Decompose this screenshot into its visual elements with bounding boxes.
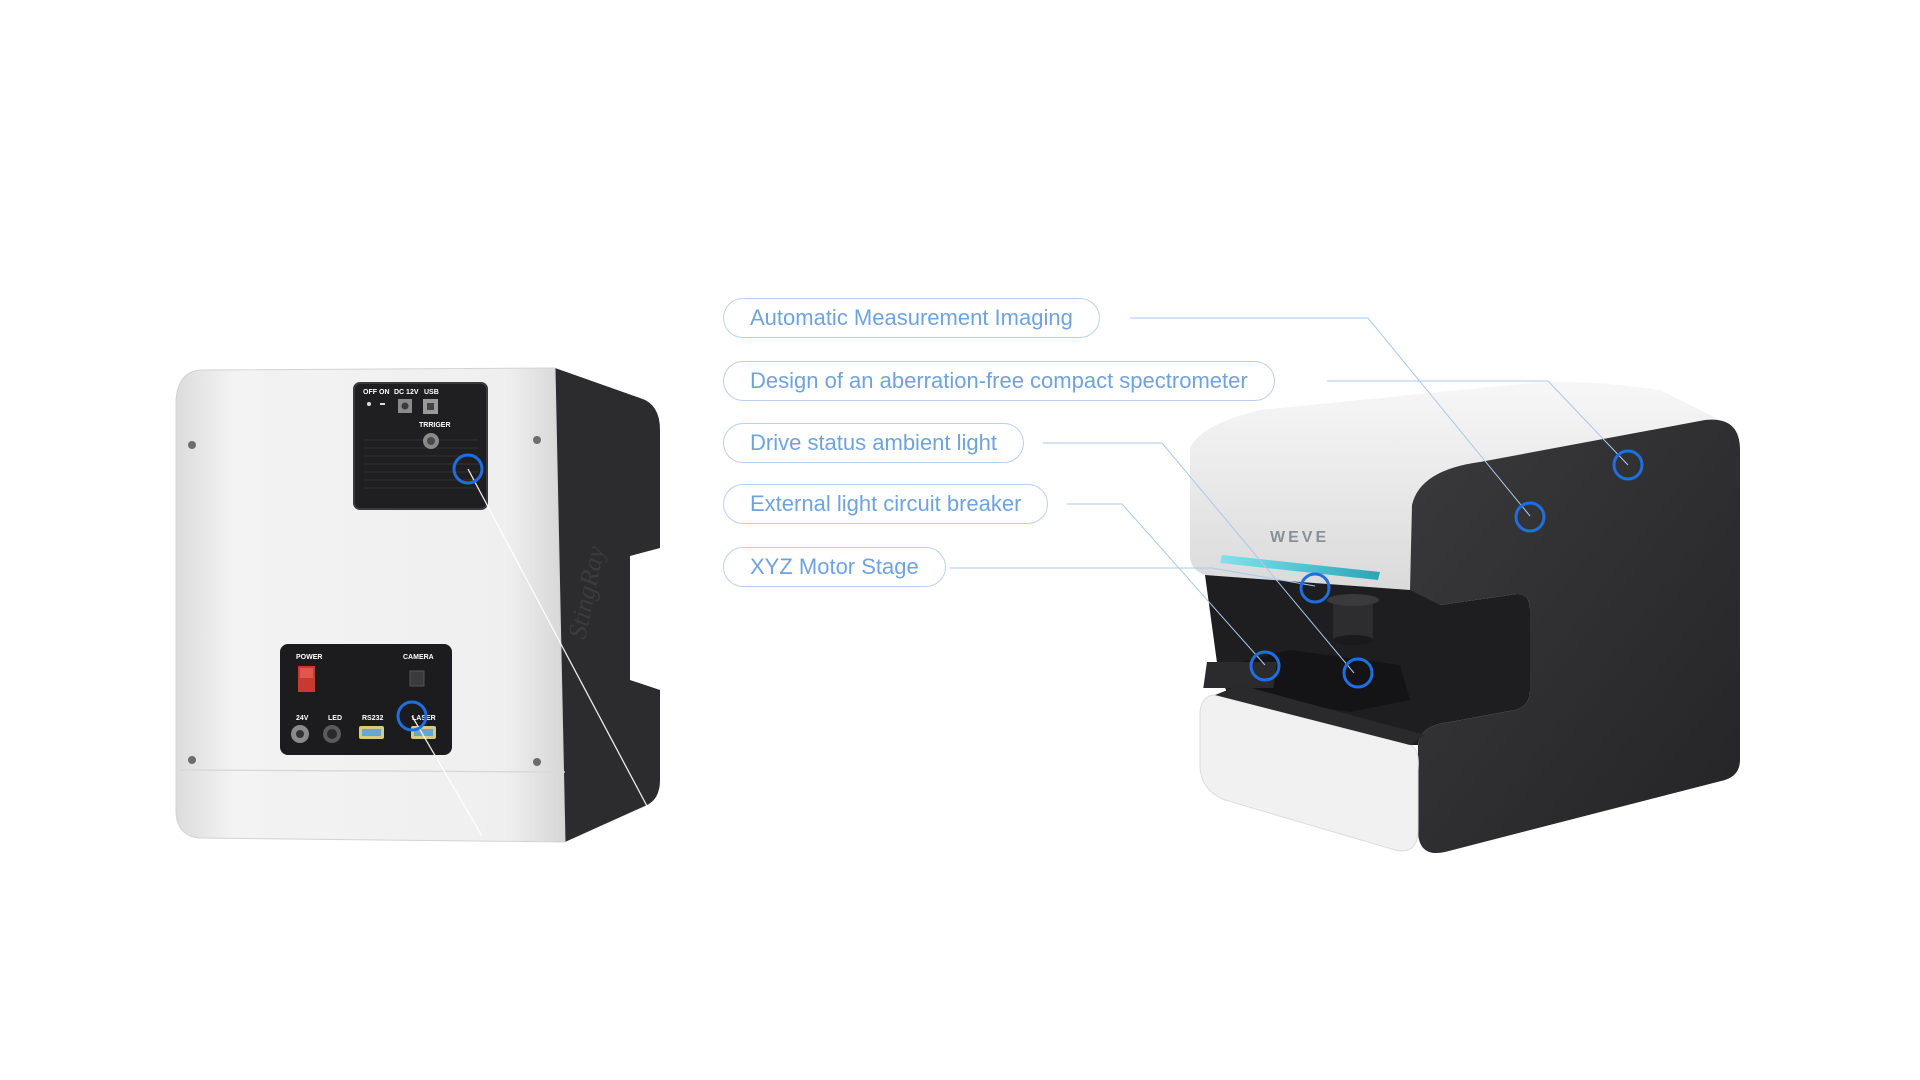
led-label: LED xyxy=(328,715,342,722)
objective-lens xyxy=(1333,600,1373,640)
screw-icon xyxy=(188,756,196,764)
brand-logo: WEVE xyxy=(1270,529,1329,546)
front-side-body xyxy=(1410,419,1740,854)
rear-bottom-panel: POWER CAMERA 24V LED RS232 LASER xyxy=(280,644,452,755)
rear-leader-lines xyxy=(411,468,649,837)
front-device: WEVE xyxy=(1190,381,1740,854)
callout-automatic-measurement-imaging[interactable]: Automatic Measurement Imaging xyxy=(723,298,1100,338)
screw-icon xyxy=(533,758,541,766)
callout-xyz-motor-stage[interactable]: XYZ Motor Stage xyxy=(723,547,946,587)
on-label: ON xyxy=(379,389,390,396)
trigger-label: TRRIGER xyxy=(419,422,451,429)
rear-device: OFF ON DC 12V USB TRRIGER POWER CAMERA xyxy=(175,367,660,843)
power-label: POWER xyxy=(296,654,322,661)
feature-markers xyxy=(396,449,1644,732)
laser-label: LASER xyxy=(412,715,436,722)
callout-aberration-free-spectrometer[interactable]: Design of an aberration-free compact spe… xyxy=(723,361,1275,401)
marker-spectrometer[interactable] xyxy=(1612,449,1644,481)
screw-icon xyxy=(188,441,196,449)
screw-icon xyxy=(533,436,541,444)
24v-label: 24V xyxy=(296,715,309,722)
camera-label: CAMERA xyxy=(403,654,434,661)
marker-xyz-stage[interactable] xyxy=(1342,657,1374,689)
front-top-shell xyxy=(1190,381,1720,590)
marker-ambient-light[interactable] xyxy=(1299,572,1331,604)
marker-rear-laser[interactable] xyxy=(396,700,428,732)
rs232-label: RS232 xyxy=(362,715,384,722)
callout-external-light-circuit-breaker[interactable]: External light circuit breaker xyxy=(723,484,1049,524)
marker-rear-usb[interactable] xyxy=(452,453,484,485)
camera-port-icon xyxy=(409,670,425,687)
dc-12v-label: DC 12V xyxy=(394,389,419,396)
callout-drive-status-ambient-light[interactable]: Drive status ambient light xyxy=(723,423,1024,463)
front-base-shell xyxy=(1199,694,1419,852)
rear-top-panel: OFF ON DC 12V USB TRRIGER xyxy=(353,382,488,510)
marker-circuit-breaker[interactable] xyxy=(1249,650,1281,682)
off-label: OFF xyxy=(363,389,378,396)
marker-imaging[interactable] xyxy=(1514,501,1546,533)
rear-device-side-panel xyxy=(555,368,660,842)
usb-label: USB xyxy=(424,389,439,396)
ambient-light-bar xyxy=(1220,555,1380,580)
leader-lines xyxy=(950,317,1629,674)
